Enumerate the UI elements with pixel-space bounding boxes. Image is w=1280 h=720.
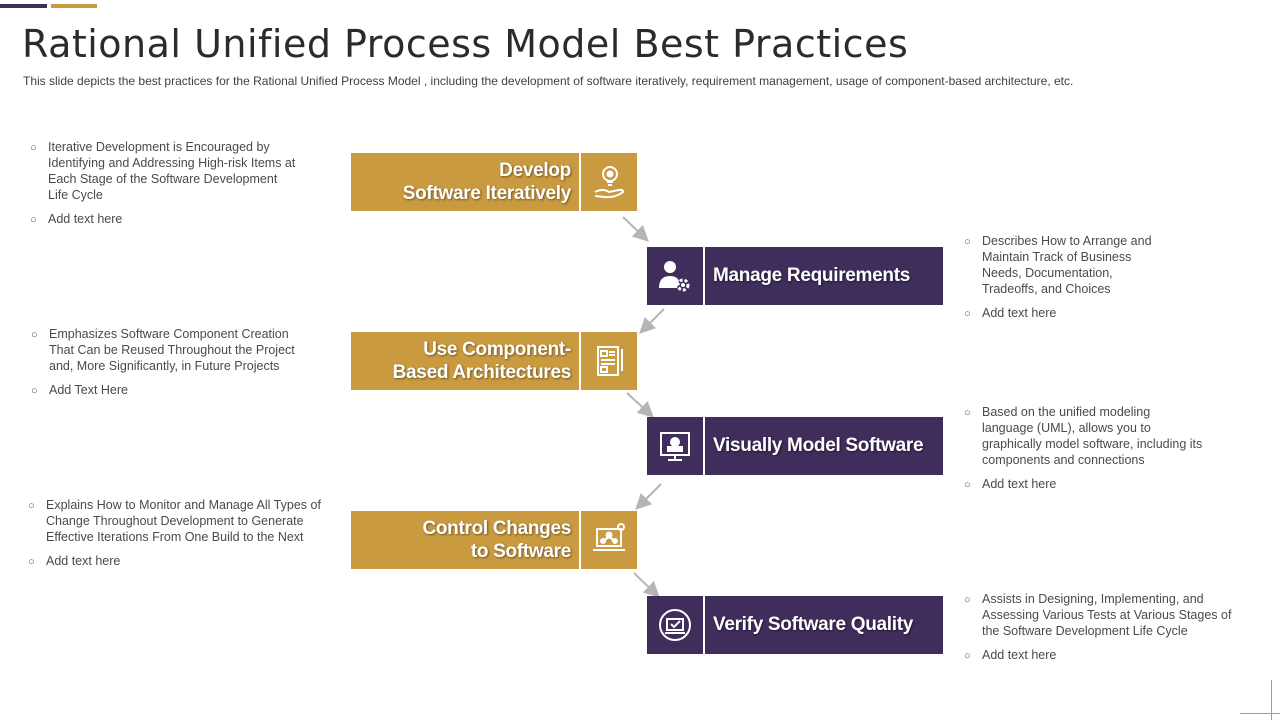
user-gear-icon xyxy=(659,261,690,292)
step-icon-container xyxy=(581,332,637,390)
desc-visually-model: ○Based on the unified modeling language … xyxy=(962,404,1204,500)
bullet-icon: ○ xyxy=(31,385,38,397)
desc-verify-quality: ○Assists in Designing, Implementing, and… xyxy=(962,591,1242,671)
bullet-icon: ○ xyxy=(30,214,37,226)
bullet-icon: ○ xyxy=(964,236,971,248)
step-label-line1: Control Changes xyxy=(422,518,571,539)
corner-decoration-vertical xyxy=(1271,680,1272,720)
step-icon-container xyxy=(647,247,703,305)
bullet-icon: ○ xyxy=(964,479,971,491)
lightbulb-hand-icon xyxy=(594,166,625,199)
list-item: ○Add text here xyxy=(28,554,121,568)
step-icon-container xyxy=(647,596,703,654)
list-item: ○Add text here xyxy=(30,212,123,226)
step-label: Verify Software Quality xyxy=(713,614,914,635)
bullet-icon: ○ xyxy=(30,142,37,154)
step-label-line1: Develop xyxy=(499,160,571,181)
bullet-icon: ○ xyxy=(964,594,971,606)
bullet-icon: ○ xyxy=(31,329,38,341)
laptop-network-icon xyxy=(593,523,625,551)
accent-bar-purple xyxy=(0,4,47,8)
list-item: ○Based on the unified modeling language … xyxy=(964,405,1203,467)
bullet-icon: ○ xyxy=(28,500,35,512)
desc-control-changes: ○Explains How to Monitor and Manage All … xyxy=(26,497,331,577)
step-label: Manage Requirements xyxy=(713,265,911,286)
page-subtitle: This slide depicts the best practices fo… xyxy=(23,74,1074,88)
step-label-line1: Use Component- xyxy=(423,339,571,360)
list-item: ○Assists in Designing, Implementing, and… xyxy=(964,592,1232,638)
list-item: ○Add text here xyxy=(964,306,1057,320)
list-item: ○Explains How to Monitor and Manage All … xyxy=(28,498,321,544)
step-component-architectures: Use Component-Based Architectures xyxy=(351,332,579,390)
list-item: ○Add text here xyxy=(964,648,1057,662)
corner-decoration-horizontal xyxy=(1240,713,1280,714)
step-visually-model: Visually Model Software xyxy=(705,417,943,475)
quality-badge-icon xyxy=(659,609,691,641)
step-label: Visually Model Software xyxy=(713,435,924,456)
step-icon-container xyxy=(581,511,637,569)
list-item: ○Describes How to Arrange and Maintain T… xyxy=(964,234,1152,296)
accent-bar-gold xyxy=(51,4,97,8)
step-manage-requirements: Manage Requirements xyxy=(705,247,943,305)
step-icon-container xyxy=(647,417,703,475)
bullet-icon: ○ xyxy=(964,650,971,662)
monitor-model-icon xyxy=(660,432,690,461)
step-icon-container xyxy=(581,153,637,211)
arrow-3-4 xyxy=(626,392,654,418)
step-verify-quality: Verify Software Quality xyxy=(705,596,943,654)
bullet-icon: ○ xyxy=(28,556,35,568)
bullet-icon: ○ xyxy=(964,308,971,320)
page-title: Rational Unified Process Model Best Prac… xyxy=(22,22,909,66)
desc-component-architectures: ○Emphasizes Software Component Creation … xyxy=(29,326,314,406)
arrow-2-3 xyxy=(639,308,665,334)
arrow-1-2 xyxy=(622,216,649,242)
step-label-line2: to Software xyxy=(470,541,571,562)
bullet-icon: ○ xyxy=(964,407,971,419)
desc-develop-iteratively: ○Iterative Development is Encouraged by … xyxy=(28,139,300,235)
list-item: ○Emphasizes Software Component Creation … xyxy=(31,327,295,373)
list-item: ○Iterative Development is Encouraged by … xyxy=(30,140,296,202)
arrow-5-6 xyxy=(633,572,660,598)
arrow-4-5 xyxy=(635,483,662,510)
step-label-line2: Based Architectures xyxy=(392,362,572,383)
desc-manage-requirements: ○Describes How to Arrange and Maintain T… xyxy=(962,233,1167,329)
list-item: ○Add Text Here xyxy=(31,383,128,397)
list-item: ○Add text here xyxy=(964,477,1057,491)
step-label-line2: Software Iteratively xyxy=(402,183,572,204)
blueprint-document-icon xyxy=(597,346,623,376)
